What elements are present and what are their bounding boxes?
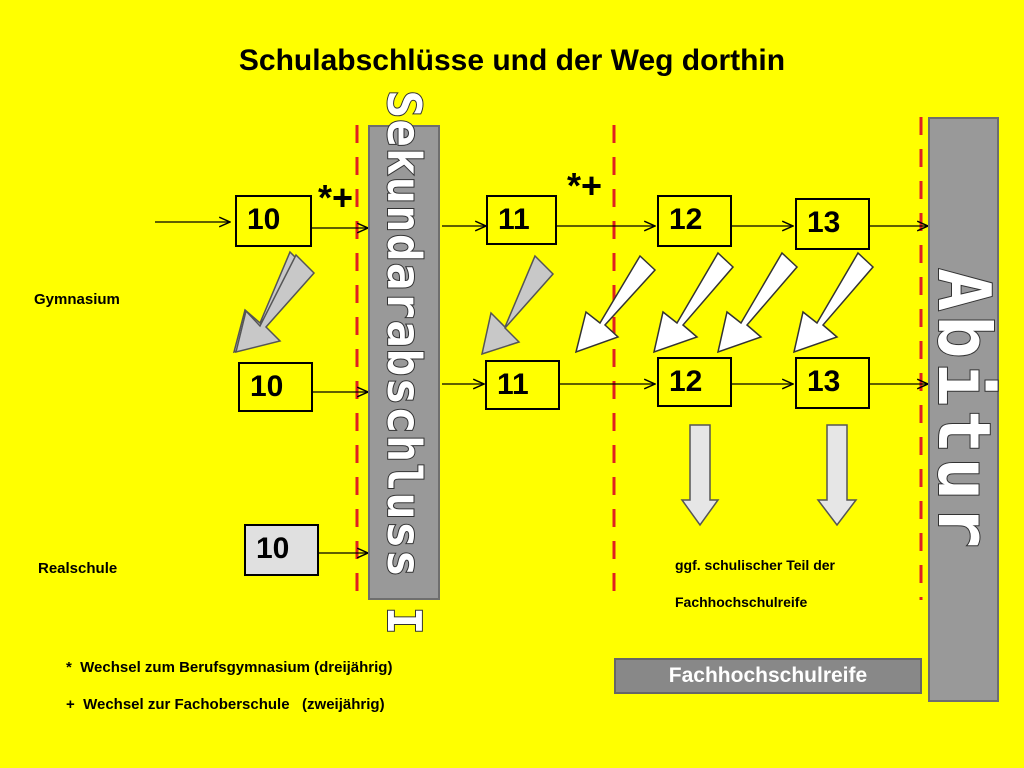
- down-arrow: [816, 424, 858, 527]
- grade-box-top-13: 13: [795, 198, 870, 250]
- abitur-label: Abitur: [921, 266, 1007, 552]
- fhr-note-line2: Fachhochschulreife: [675, 594, 808, 610]
- diagonal-arrow: [234, 253, 316, 354]
- diagonal-arrow-outline: [574, 254, 657, 354]
- grade-box-middle-13: 13: [795, 357, 870, 409]
- switch-mark: *+: [567, 165, 603, 206]
- grade-box-middle-12: 12: [657, 357, 732, 407]
- down-arrow: [680, 424, 720, 527]
- legend-plus: + Wechsel zur Fachoberschule (zweijährig…: [66, 696, 385, 713]
- sekundarabschluss-bar: Sekundarabschluss I: [368, 89, 440, 636]
- diagonal-arrow-outline: [792, 251, 875, 354]
- grade-box-top-11: 11: [486, 195, 557, 245]
- diagonal-arrow: [480, 254, 555, 356]
- page-title: Schulabschlüsse und der Weg dorthin: [238, 44, 786, 77]
- realschule-label: Realschule: [38, 560, 118, 577]
- diagonal-arrow-outline: [716, 251, 799, 354]
- fhr-note-line1: ggf. schulischer Teil der: [675, 557, 836, 573]
- grade-box-top-10: 10: [235, 195, 312, 247]
- grade-box-middle-11: 11: [485, 360, 560, 410]
- diagonal-arrow-outline: [652, 251, 735, 354]
- switch-mark: *+: [318, 177, 354, 218]
- grade-box-top-12: 12: [657, 195, 732, 247]
- grade-box-realschule-10: 10: [244, 524, 319, 576]
- abitur-bar: Abitur: [921, 117, 1007, 702]
- gymnasium-label: Gymnasium: [34, 291, 120, 308]
- fachhochschulreife-badge: Fachhochschulreife: [614, 658, 922, 694]
- sekundarabschluss-label: Sekundarabschluss I: [376, 89, 432, 636]
- grade-box-middle-10: 10: [238, 362, 313, 412]
- legend-star: * Wechsel zum Berufsgymnasium (dreijähri…: [66, 659, 393, 676]
